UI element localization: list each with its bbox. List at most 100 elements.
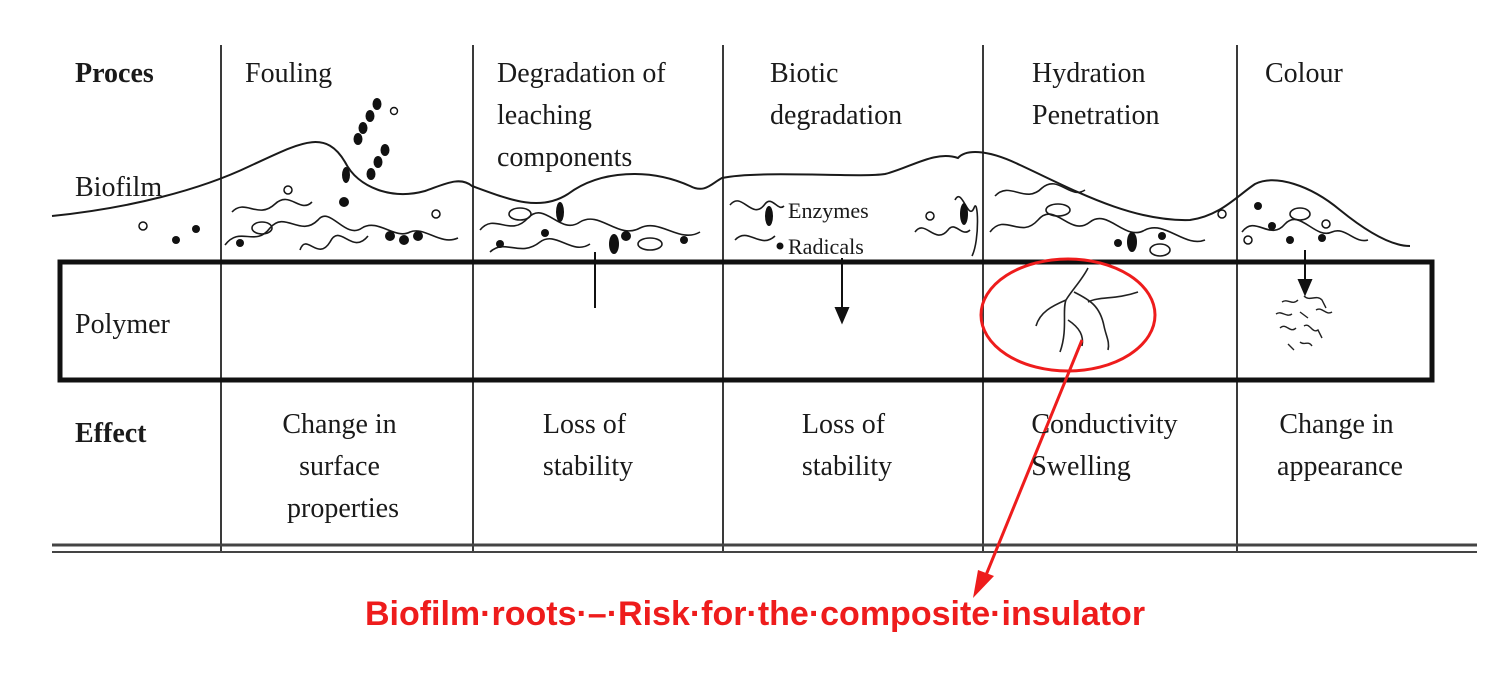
root: [1073, 291, 1110, 351]
particle: [621, 231, 631, 241]
particle: [172, 236, 180, 244]
root: [1035, 299, 1067, 327]
process-degradation-leaching: Degradation of leaching components: [497, 58, 673, 173]
squiggle: [954, 196, 979, 257]
falling-particle: [373, 156, 383, 168]
root: [1059, 267, 1089, 353]
falling-particle: [366, 168, 376, 180]
process-fouling: Fouling: [245, 58, 332, 89]
particle: [413, 231, 423, 241]
cell-outline: [1289, 207, 1311, 221]
process-line: leaching: [497, 100, 592, 131]
process-line: Fouling: [245, 58, 332, 89]
falling-particles: [353, 98, 399, 180]
process-line: Biotic: [770, 58, 838, 89]
effect-colour: Change in appearance: [1277, 409, 1403, 482]
open-particle: [1217, 209, 1227, 219]
process-line: Hydration: [1032, 58, 1146, 89]
effect-biotic-degradation: Loss of stability: [802, 409, 892, 482]
particle: [192, 225, 200, 233]
rod-particle: [556, 202, 564, 222]
effect-fouling: Change in surface properties: [282, 409, 403, 524]
effect-line: Conductivity: [1031, 409, 1177, 440]
squiggle: [1241, 218, 1369, 242]
process-line: components: [497, 142, 632, 173]
enzymes-label: Enzymes: [788, 198, 869, 223]
effect-line: Loss of: [802, 409, 886, 440]
root: [1087, 291, 1139, 303]
open-particle: [431, 209, 441, 219]
radicals-label: Radicals: [788, 234, 864, 259]
particle: [339, 197, 349, 207]
process-line: Degradation of: [497, 58, 666, 89]
biofilm-texture: [224, 182, 1369, 257]
cell-outline: [1149, 243, 1171, 257]
open-particle: [283, 185, 293, 195]
particle: [541, 229, 549, 237]
highlight-ellipse: [979, 257, 1157, 373]
effect-line: stability: [802, 451, 892, 482]
open-particle: [1321, 219, 1331, 229]
effect-hydration-penetration: Conductivity Swelling: [1031, 409, 1184, 482]
squiggle: [489, 237, 591, 253]
rod-particle: [765, 206, 773, 226]
squiggle: [914, 226, 971, 236]
process-colour: Colour: [1265, 58, 1343, 89]
biofilm-surface-curve: [51, 141, 1411, 247]
biofilm-agent-labels: Enzymes Radicals: [788, 198, 869, 259]
polymer-layer-box: [57, 259, 1435, 383]
particle: [399, 235, 409, 245]
falling-particle-open: [389, 106, 399, 116]
squiggle: [479, 212, 701, 236]
particle: [385, 231, 395, 241]
particle: [776, 242, 784, 250]
root: [1067, 319, 1084, 347]
cell-outline: [508, 207, 532, 221]
row-labels: Proces Biofilm Polymer Effect: [75, 58, 171, 449]
fragment: [1287, 341, 1313, 351]
squiggle: [994, 182, 1086, 197]
particle: [496, 240, 504, 248]
particle: [680, 236, 688, 244]
rod-particle: [342, 167, 350, 183]
highlight-annotation: [973, 257, 1157, 598]
effect-line: Change in: [1279, 409, 1393, 440]
process-headers: Fouling Degradation of leaching componen…: [245, 58, 1343, 173]
falling-particle: [353, 133, 363, 145]
effect-line: Swelling: [1031, 451, 1131, 482]
rod-particle: [609, 234, 619, 254]
open-particle: [925, 211, 935, 221]
falling-particle: [380, 144, 390, 156]
squiggle: [734, 234, 776, 242]
row-label-polymer: Polymer: [75, 309, 171, 340]
effect-line: Loss of: [543, 409, 627, 440]
process-hydration-penetration: Hydration Penetration: [1032, 58, 1160, 131]
squiggle: [299, 234, 369, 251]
open-particle: [1243, 235, 1253, 245]
particle: [1318, 234, 1326, 242]
squiggle: [231, 198, 313, 213]
open-particle: [138, 221, 148, 231]
squiggle: [224, 215, 459, 246]
particle: [236, 239, 244, 247]
effect-degradation-leaching: Loss of stability: [543, 409, 633, 482]
squiggle: [989, 213, 1206, 243]
biotic-arrow-head: [834, 307, 850, 325]
falling-particle: [358, 122, 368, 134]
fragment: [1279, 324, 1323, 339]
highlight-arrow-line: [982, 339, 1084, 581]
process-line: degradation: [770, 100, 902, 131]
effect-line: stability: [543, 451, 633, 482]
row-label-effect: Effect: [75, 418, 147, 449]
biofilm-particles: [172, 167, 1326, 254]
row-label-biofilm: Biofilm: [75, 172, 162, 203]
column-dividers: [220, 45, 1238, 552]
particle: [1268, 222, 1276, 230]
bottom-rule: [52, 543, 1477, 553]
colour-fragments: [1275, 295, 1333, 351]
penetration-arrows: [594, 250, 1313, 325]
effect-line: surface: [299, 451, 380, 482]
process-line: Penetration: [1032, 100, 1160, 131]
